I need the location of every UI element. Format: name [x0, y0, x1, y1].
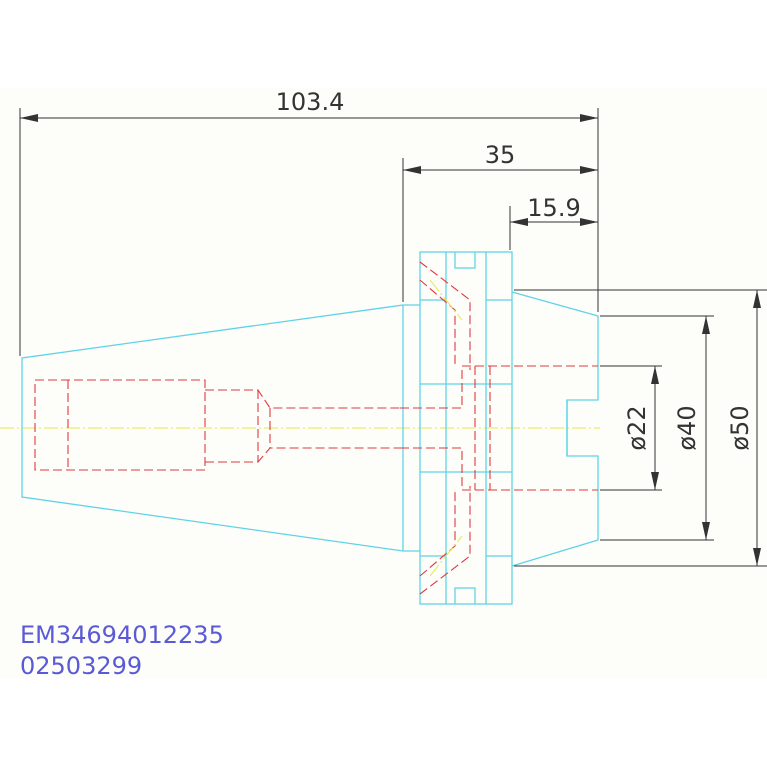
- dimension-overall-length: 103.4: [20, 88, 598, 122]
- dimension-bore-diameter: ø22: [623, 366, 659, 490]
- dimension-nose-diameter: ø40: [673, 316, 710, 540]
- hidden-bore: [34, 261, 598, 595]
- dimension-nose-length-text: 15.9: [527, 194, 580, 222]
- nose-body: [511, 291, 599, 567]
- dimension-flange-diameter-text: ø50: [726, 405, 754, 450]
- drawing-background: [0, 88, 767, 678]
- dimension-flange-length-text: 35: [485, 141, 516, 169]
- dimension-flange-length: 35: [403, 141, 598, 174]
- dimension-nose-length: 15.9: [510, 194, 598, 226]
- dimension-overall-length-text: 103.4: [276, 88, 345, 116]
- extension-lines: [19, 108, 767, 567]
- part-code-label: EM34694012235: [20, 621, 224, 649]
- dimension-flange-diameter: ø50: [726, 290, 761, 566]
- serial-label: 02503299: [20, 652, 142, 680]
- dimension-bore-diameter-text: ø22: [623, 405, 651, 450]
- taper-shank-outline: [21, 304, 404, 552]
- flange: [403, 251, 513, 605]
- dimension-nose-diameter-text: ø40: [673, 405, 701, 450]
- flange-construction-lines: [429, 279, 463, 577]
